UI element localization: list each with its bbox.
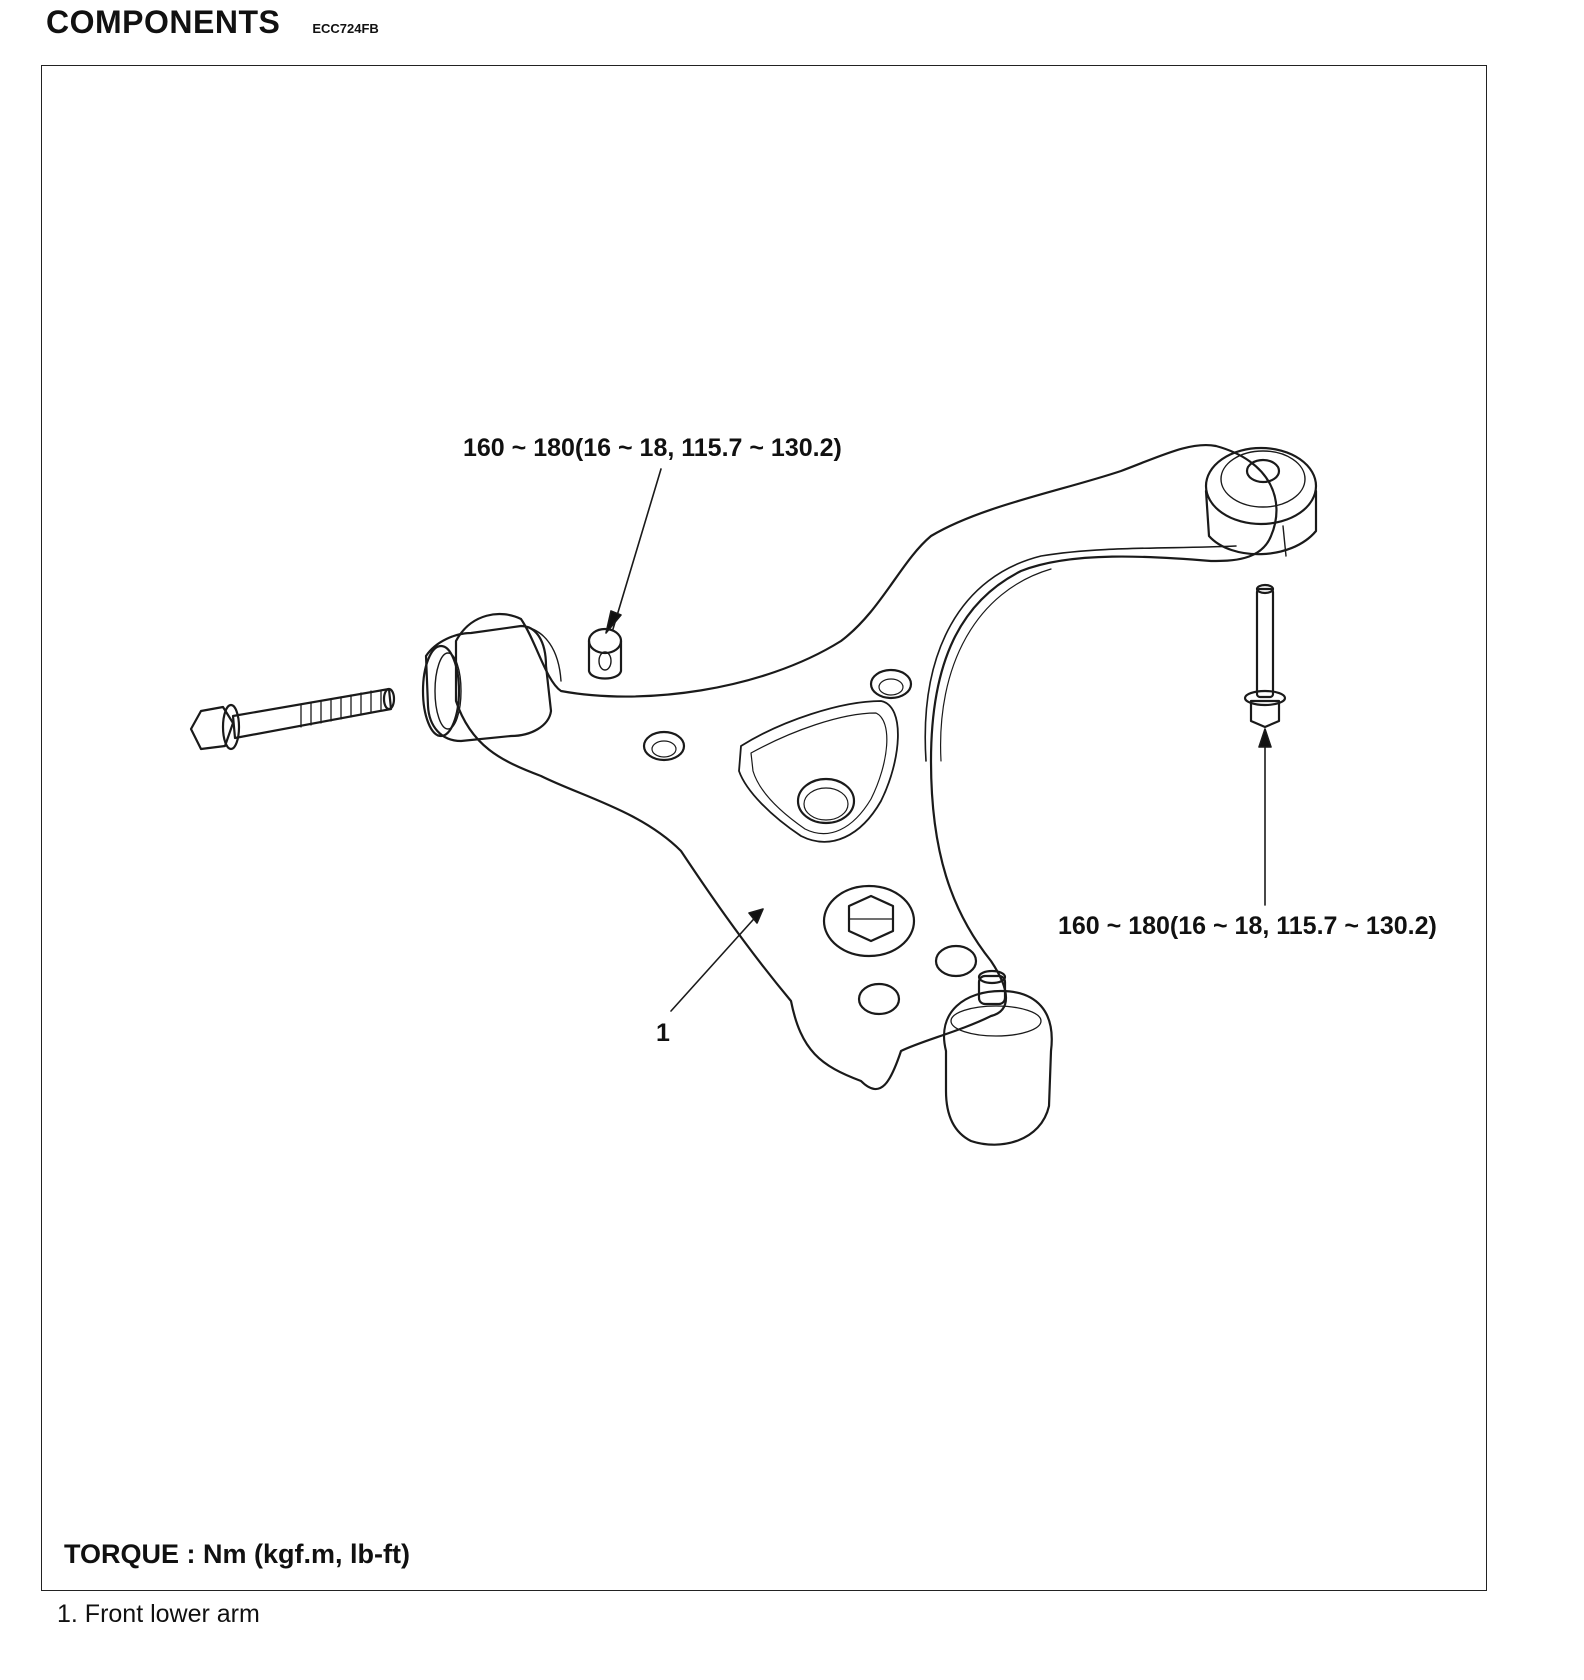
leader-lines — [605, 468, 1272, 1012]
section-code: ECC724FB — [312, 21, 379, 36]
parts-legend: 1. Front lower arm — [57, 1600, 260, 1629]
arm-center-nut — [822, 884, 916, 958]
legend-item: 1. Front lower arm — [57, 1600, 260, 1628]
flange-nut — [587, 627, 623, 680]
arm-hole-small-upper — [869, 668, 913, 700]
lower-arm-illustration: 160 ~ 180(16 ~ 18, 115.7 ~ 130.2) 160 ~ … — [189, 434, 1437, 1146]
nut-torque-leader — [612, 468, 662, 630]
torque-units-label: TORQUE : Nm (kgf.m, lb-ft) — [64, 1539, 410, 1569]
gusset-recess — [738, 700, 899, 843]
part-1-callout: 1 — [656, 1019, 670, 1047]
page-header: COMPONENTS ECC724FB — [46, 4, 379, 44]
bolt-torque-callout: 160 ~ 180(16 ~ 18, 115.7 ~ 130.2) — [1058, 912, 1437, 940]
page-title: COMPONENTS — [46, 4, 281, 40]
rear-bushing — [1204, 446, 1318, 557]
front-bushing — [421, 624, 562, 743]
rear-bushing-bolt — [1243, 583, 1287, 729]
lower-arm-body — [454, 444, 1278, 1091]
ball-joint — [943, 969, 1053, 1146]
arm-hole-small-left — [642, 730, 686, 762]
part-1-leader — [670, 910, 762, 1012]
nut-torque-callout: 160 ~ 180(16 ~ 18, 115.7 ~ 130.2) — [463, 434, 842, 462]
front-bushing-bolt — [189, 687, 396, 751]
arm-hole-large — [796, 777, 856, 825]
diagram-frame: 160 ~ 180(16 ~ 18, 115.7 ~ 130.2) 160 ~ … — [41, 65, 1487, 1591]
